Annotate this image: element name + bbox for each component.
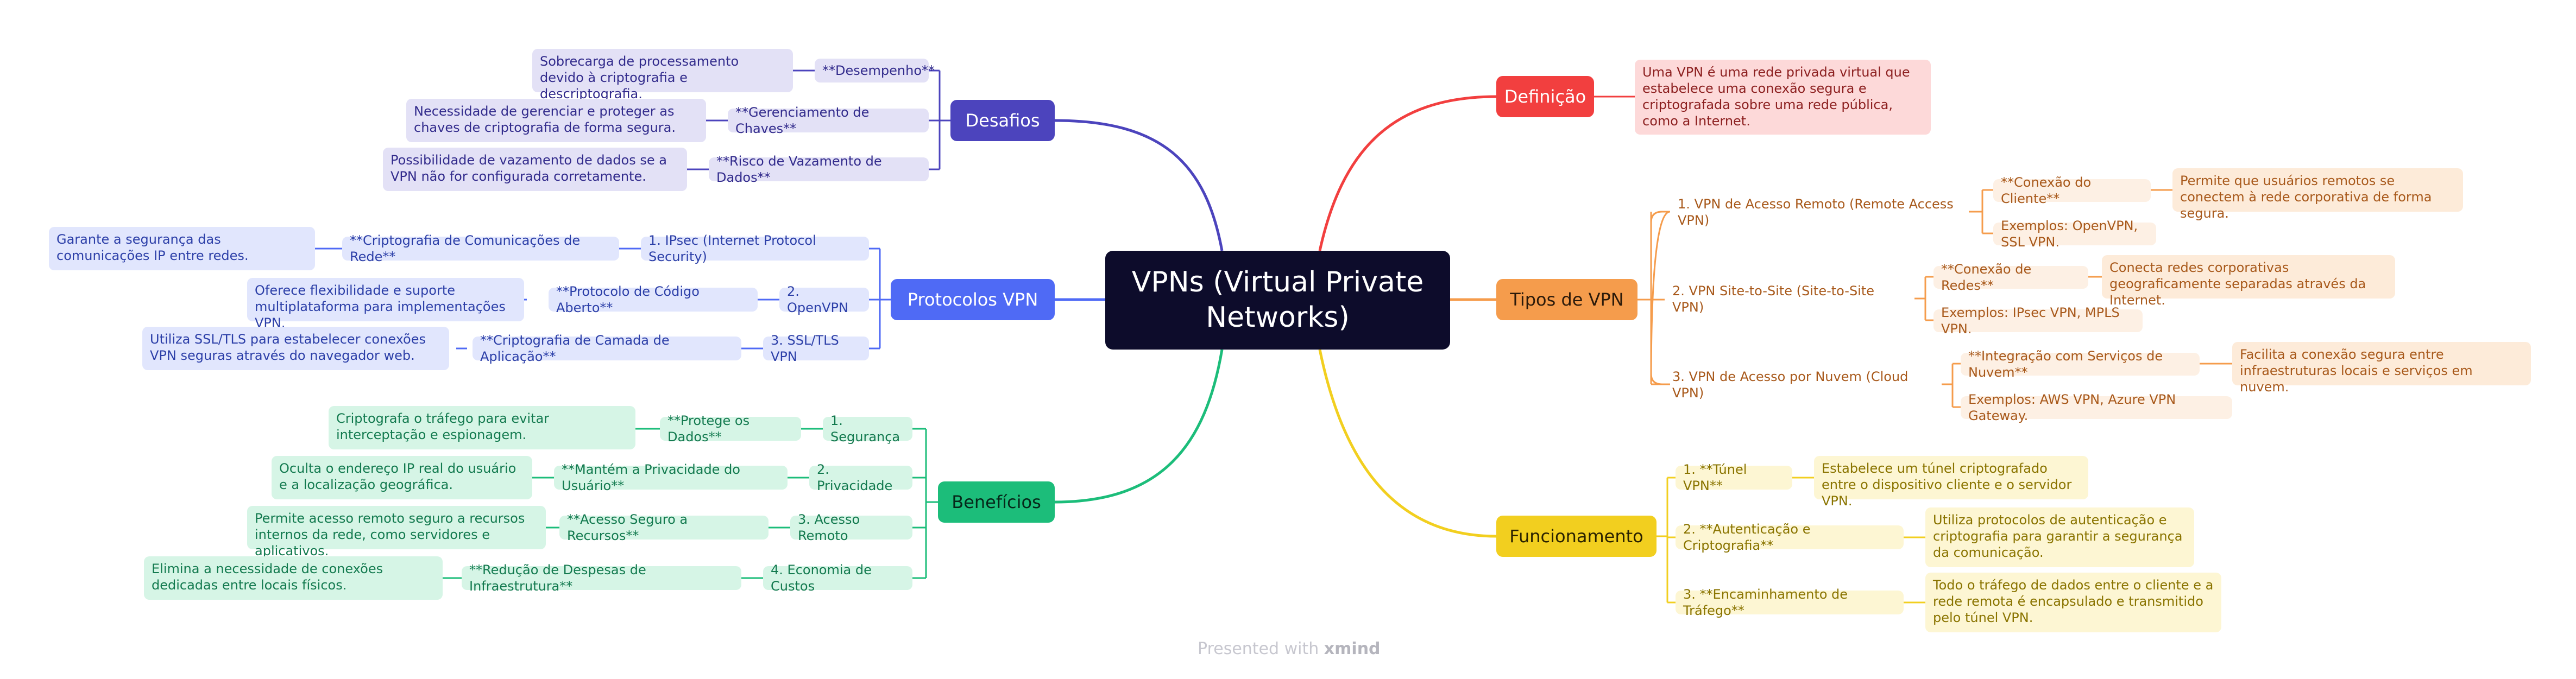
protocolos-item-2-desc[interactable]: Oferece flexibilidade e suporte multipla… xyxy=(247,278,524,331)
topic-beneficios[interactable]: Benefícios xyxy=(938,481,1055,523)
topic-tipos-de-vpn[interactable]: Tipos de VPN xyxy=(1496,279,1637,320)
protocolos-item-2[interactable]: 2. OpenVPN xyxy=(779,284,869,315)
beneficios-item-1-key[interactable]: **Protege os Dados** xyxy=(660,413,801,445)
topic-desafios-label: Desafios xyxy=(965,110,1040,131)
presented-with-xmind: Presented with xmind xyxy=(1198,639,1381,658)
tipos-item-3-desc[interactable]: Facilita a conexão segura entre infraest… xyxy=(2232,342,2531,395)
topic-beneficios-label: Benefícios xyxy=(952,492,1041,512)
root-topic[interactable]: VPNs (Virtual Private Networks) xyxy=(1105,251,1450,350)
desafios-item-1-desc[interactable]: Sobrecarga de processamento devido à cri… xyxy=(532,49,793,101)
protocolos-item-1-desc[interactable]: Garante a segurança das comunicações IP … xyxy=(49,227,315,270)
funcionamento-item-2-desc[interactable]: Utiliza protocolos de autenticação e cri… xyxy=(1925,507,2194,567)
topic-desafios[interactable]: Desafios xyxy=(950,100,1055,141)
beneficios-item-3[interactable]: 3. Acesso Remoto xyxy=(790,512,912,543)
xmind-logo: xmind xyxy=(1324,639,1381,658)
protocolos-item-3-desc[interactable]: Utiliza SSL/TLS para estabelecer conexõe… xyxy=(142,327,449,370)
definicao-text[interactable]: Uma VPN é uma rede privada virtual que e… xyxy=(1635,60,1931,135)
funcionamento-item-1-desc[interactable]: Estabelece um túnel criptografado entre … xyxy=(1814,456,2088,509)
beneficios-item-3-desc[interactable]: Permite acesso remoto seguro a recursos … xyxy=(247,506,546,559)
tipos-item-1-key[interactable]: **Conexão do Cliente** xyxy=(1993,175,2151,206)
beneficios-item-4-desc[interactable]: Elimina a necessidade de conexões dedica… xyxy=(144,556,443,600)
footer-prefix: Presented with xyxy=(1198,639,1319,658)
beneficios-item-1[interactable]: 1. Segurança xyxy=(823,413,912,445)
protocolos-item-2-key[interactable]: **Protocolo de Código Aberto** xyxy=(549,284,758,315)
desafios-item-3-desc[interactable]: Possibilidade de vazamento de dados se a… xyxy=(383,148,687,191)
beneficios-item-3-key[interactable]: **Acesso Seguro a Recursos** xyxy=(559,512,769,543)
protocolos-item-1-key[interactable]: **Criptografia de Comunicações de Rede** xyxy=(342,233,619,264)
tipos-item-2-examples[interactable]: Exemplos: IPsec VPN, MPLS VPN. xyxy=(1933,305,2143,337)
funcionamento-item-2[interactable]: 2. **Autenticação e Criptografia** xyxy=(1676,522,1904,553)
topic-funcionamento[interactable]: Funcionamento xyxy=(1496,516,1657,557)
link-beneficios xyxy=(1054,349,1224,504)
beneficios-item-2[interactable]: 2. Privacidade xyxy=(809,462,912,493)
tipos-item-2[interactable]: 2. VPN Site-to-Site (Site-to-Site VPN) xyxy=(1672,283,1875,315)
beneficios-item-1-desc[interactable]: Criptografa o tráfego para evitar interc… xyxy=(329,406,635,449)
tipos-item-3-examples[interactable]: Exemplos: AWS VPN, Azure VPN Gateway. xyxy=(1961,392,2232,423)
tipos-item-2-key[interactable]: **Conexão de Redes** xyxy=(1933,262,2088,293)
tipos-item-3-key[interactable]: **Integração com Serviços de Nuvem** xyxy=(1961,348,2200,380)
tipos-item-1-examples[interactable]: Exemplos: OpenVPN, SSL VPN. xyxy=(1993,218,2156,250)
tipos-item-2-desc[interactable]: Conecta redes corporativas geograficamen… xyxy=(2102,255,2395,308)
funcionamento-item-3[interactable]: 3. **Encaminhamento de Tráfego** xyxy=(1676,587,1904,618)
root-title: VPNs (Virtual Private Networks) xyxy=(1131,266,1424,334)
tipos-item-1[interactable]: 1. VPN de Acesso Remoto (Remote Access V… xyxy=(1678,196,1954,228)
protocolos-item-3-key[interactable]: **Criptografia de Camada de Aplicação** xyxy=(473,333,741,364)
beneficios-item-2-desc[interactable]: Oculta o endereço IP real do usuário e a… xyxy=(272,456,532,499)
topic-funcionamento-label: Funcionamento xyxy=(1509,526,1643,547)
beneficios-item-2-key[interactable]: **Mantém a Privacidade do Usuário** xyxy=(554,462,788,493)
tipos-item-1-desc[interactable]: Permite que usuários remotos se conectem… xyxy=(2172,168,2463,221)
tipos-item-3[interactable]: 3. VPN de Acesso por Nuvem (Cloud VPN) xyxy=(1672,369,1909,401)
topic-definicao[interactable]: Definição xyxy=(1496,76,1594,117)
beneficios-item-4[interactable]: 4. Economia de Custos xyxy=(763,562,912,594)
link-funcionamento xyxy=(1318,349,1497,538)
beneficios-item-4-key[interactable]: **Redução de Despesas de Infraestrutura*… xyxy=(462,562,741,594)
desafios-item-1-key[interactable]: **Desempenho** xyxy=(815,59,935,83)
protocolos-item-1[interactable]: 1. IPsec (Internet Protocol Security) xyxy=(641,233,869,264)
desafios-item-2-desc[interactable]: Necessidade de gerenciar e proteger as c… xyxy=(406,99,706,142)
desafios-item-2-key[interactable]: **Gerenciamento de Chaves** xyxy=(728,105,929,136)
funcionamento-item-1[interactable]: 1. **Túnel VPN** xyxy=(1676,462,1792,493)
protocolos-item-3[interactable]: 3. SSL/TLS VPN xyxy=(763,333,869,364)
funcionamento-item-3-desc[interactable]: Todo o tráfego de dados entre o cliente … xyxy=(1925,573,2221,632)
desafios-item-3-key[interactable]: **Risco de Vazamento de Dados** xyxy=(709,154,929,185)
topic-definicao-label: Definição xyxy=(1504,86,1586,107)
link-definicao xyxy=(1318,95,1497,251)
topic-protocolos-label: Protocolos VPN xyxy=(907,289,1038,310)
topic-protocolos-vpn[interactable]: Protocolos VPN xyxy=(891,279,1055,320)
link-desafios xyxy=(1054,119,1224,251)
topic-tipos-label: Tipos de VPN xyxy=(1510,289,1624,310)
